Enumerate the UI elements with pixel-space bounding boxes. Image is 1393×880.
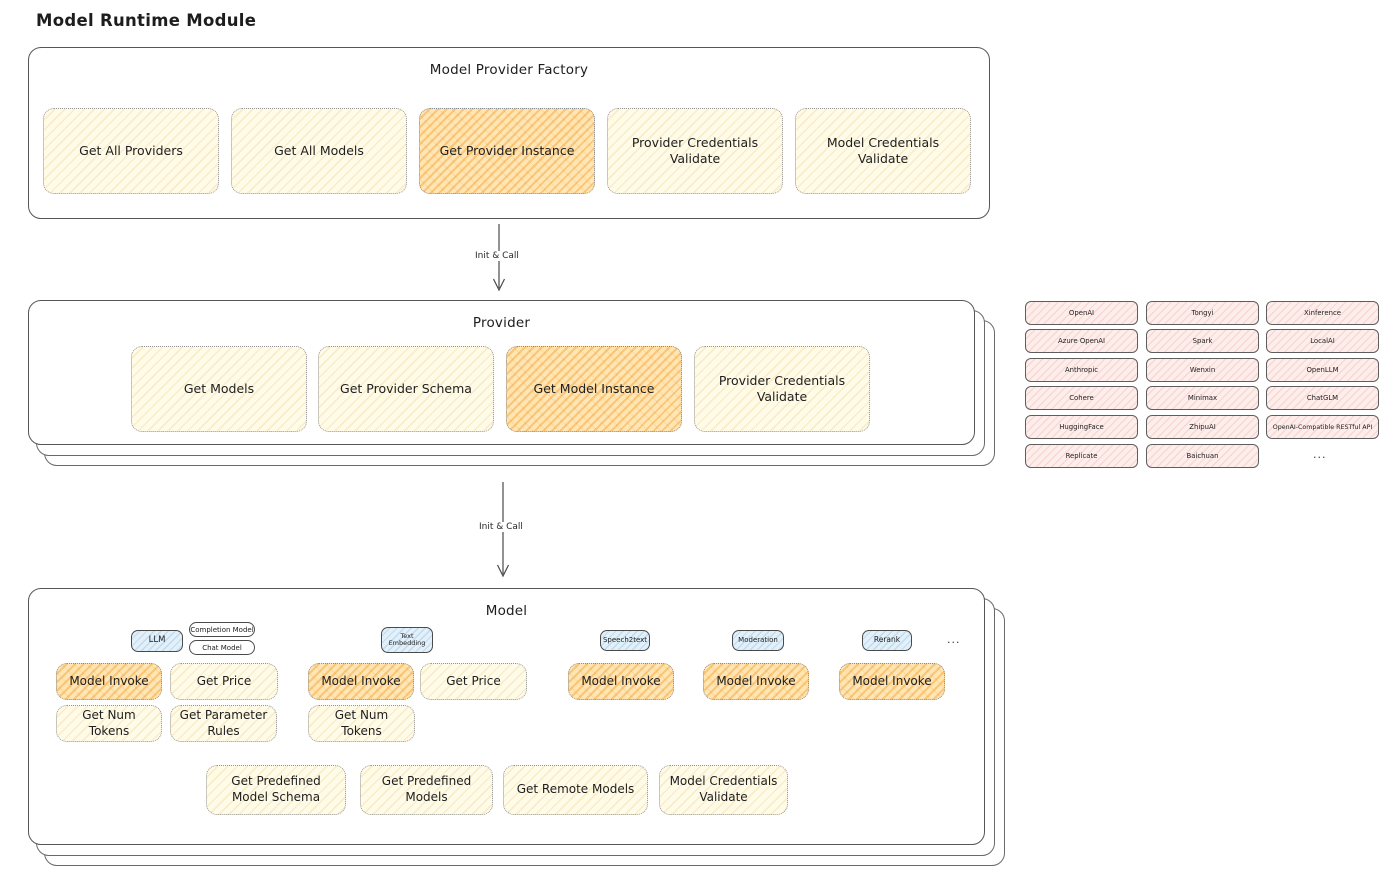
provider-credentials-validate-node: Provider Credentials Validate xyxy=(607,108,783,194)
tag-completion-model: Completion Model xyxy=(189,622,255,637)
provider-pill-azure-openai: Azure OpenAI xyxy=(1025,329,1138,353)
llm-get-parameter-rules-node: Get Parameter Rules xyxy=(170,705,277,742)
provider-list-more-ellipsis: ... xyxy=(1313,448,1327,461)
provider-pill-huggingface: HuggingFace xyxy=(1025,415,1138,439)
model-types-more-ellipsis: ... xyxy=(947,633,961,646)
provider-title: Provider xyxy=(472,315,531,331)
get-provider-instance-node: Get Provider Instance xyxy=(419,108,595,194)
provider-pill-spark: Spark xyxy=(1146,329,1259,353)
provider-pill-chatglm: ChatGLM xyxy=(1266,386,1379,410)
arrow-down-icon xyxy=(496,482,510,578)
model-title: Model xyxy=(485,603,528,619)
provider-credentials-validate-node-2: Provider Credentials Validate xyxy=(694,346,870,432)
llm-get-price-node: Get Price xyxy=(170,663,278,700)
provider-pill-wenxin: Wenxin xyxy=(1146,358,1259,382)
tag-moderation: Moderation xyxy=(732,630,784,651)
provider-pill-openllm: OpenLLM xyxy=(1266,358,1379,382)
provider-pill-openai: OpenAI xyxy=(1025,301,1138,325)
page-title: Model Runtime Module xyxy=(36,11,257,30)
moderation-model-invoke-node: Model Invoke xyxy=(703,663,809,700)
llm-model-invoke-node: Model Invoke xyxy=(56,663,162,700)
rerank-model-invoke-node: Model Invoke xyxy=(839,663,945,700)
provider-pill-baichuan: Baichuan xyxy=(1146,444,1259,468)
tag-speech2text: Speech2text xyxy=(600,630,650,651)
init-call-label-1: Init & Call xyxy=(472,251,522,261)
provider-panel: Provider Get Models Get Provider Schema … xyxy=(28,300,975,445)
provider-pill-tongyi: Tongyi xyxy=(1146,301,1259,325)
model-panel: Model LLM Completion Model Chat Model Te… xyxy=(28,588,985,845)
provider-pill-localai: LocalAI xyxy=(1266,329,1379,353)
tag-chat-model: Chat Model xyxy=(189,640,255,655)
embedding-get-price-node: Get Price xyxy=(420,663,527,700)
llm-get-num-tokens-node: Get Num Tokens xyxy=(56,705,162,742)
provider-pill-xinference: Xinference xyxy=(1266,301,1379,325)
speech2text-model-invoke-node: Model Invoke xyxy=(568,663,674,700)
get-remote-models-node: Get Remote Models xyxy=(503,765,648,815)
model-provider-factory-title: Model Provider Factory xyxy=(429,62,589,78)
tag-text-embedding: Text Embedding xyxy=(381,627,433,653)
get-model-instance-node: Get Model Instance xyxy=(506,346,682,432)
get-all-providers-node: Get All Providers xyxy=(43,108,219,194)
provider-pill-replicate: Replicate xyxy=(1025,444,1138,468)
embedding-get-num-tokens-node: Get Num Tokens xyxy=(308,705,415,742)
provider-pill-cohere: Cohere xyxy=(1025,386,1138,410)
provider-pill-zhipuai: ZhipuAI xyxy=(1146,415,1259,439)
provider-pill-anthropic: Anthropic xyxy=(1025,358,1138,382)
get-predefined-model-schema-node: Get Predefined Model Schema xyxy=(206,765,346,815)
get-provider-schema-node: Get Provider Schema xyxy=(318,346,494,432)
tag-llm: LLM xyxy=(131,630,183,652)
init-call-label-2: Init & Call xyxy=(476,522,526,532)
provider-pill-minimax: Minimax xyxy=(1146,386,1259,410)
provider-pill-openai-compatible-restful-api: OpenAI-Compatible RESTful API xyxy=(1266,415,1379,439)
model-credentials-validate-node-2: Model Credentials Validate xyxy=(659,765,788,815)
embedding-model-invoke-node: Model Invoke xyxy=(308,663,414,700)
model-provider-factory-panel: Model Provider Factory Get All Providers… xyxy=(28,47,990,219)
get-all-models-node: Get All Models xyxy=(231,108,407,194)
model-credentials-validate-node: Model Credentials Validate xyxy=(795,108,971,194)
get-predefined-models-node: Get Predefined Models xyxy=(360,765,493,815)
tag-rerank: Rerank xyxy=(862,630,912,651)
get-models-node: Get Models xyxy=(131,346,307,432)
